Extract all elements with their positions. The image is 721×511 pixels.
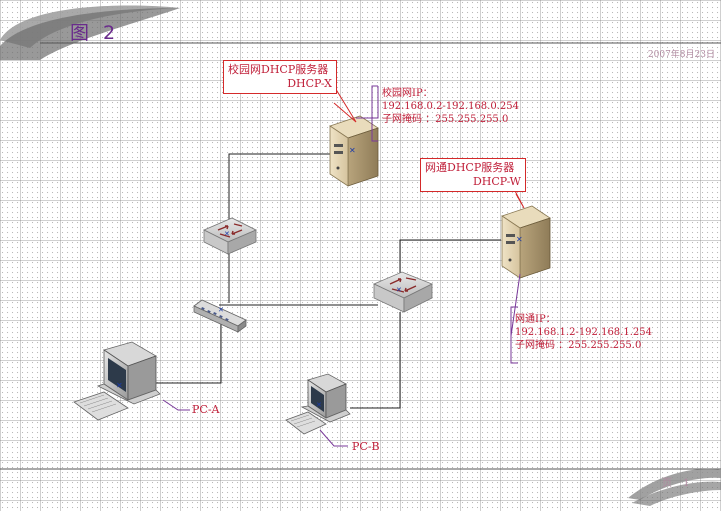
link-switch2-pcb: [350, 312, 401, 409]
pc-label-pointers: [162, 399, 348, 447]
pc-b-label: PC-B: [352, 440, 380, 453]
svg-text:✕: ✕: [116, 381, 123, 390]
page-title: 图 2: [70, 22, 120, 44]
link-switch2-dhcpw: [399, 239, 501, 285]
switch-2[interactable]: ✕: [373, 271, 433, 313]
info-dhcp-w: 网通IP： 192.168.1.2-192.168.1.254 子网掩码 ：25…: [515, 313, 652, 352]
svg-text:✕: ✕: [316, 401, 322, 409]
info-brackets: [356, 85, 521, 364]
info-dhcp-w-mask: 子网掩码 ：255.255.255.0: [515, 340, 642, 351]
callout-dhcp-w-name: DHCP-W: [472, 175, 521, 188]
svg-text:✕: ✕: [224, 230, 230, 238]
svg-text:✕: ✕: [218, 306, 224, 314]
hub[interactable]: ✕: [193, 299, 247, 333]
callout-dhcp-w: 网通DHCP服务器 DHCP-W: [420, 158, 526, 192]
link-dhcpx-switch1: [228, 153, 331, 226]
info-dhcp-x-range: 192.168.0.2-192.168.0.254: [382, 101, 519, 112]
svg-text:✕: ✕: [349, 146, 356, 155]
svg-text:✕: ✕: [396, 286, 402, 294]
info-dhcp-w-title: 网通IP：: [515, 314, 556, 325]
header-swoosh: [0, 5, 721, 60]
network-links: [155, 153, 501, 409]
page-number: 页 1: [662, 478, 694, 489]
info-dhcp-x: 校园网IP： 192.168.0.2-192.168.0.254 子网掩码 ：2…: [382, 87, 519, 126]
page-date: 2007年8月23日: [647, 50, 715, 60]
callout-dhcp-x-title: 校园网DHCP服务器: [228, 63, 329, 76]
pc-b[interactable]: ✕: [285, 373, 351, 435]
callout-dhcp-x-name: DHCP-X: [287, 77, 332, 90]
server-dhcp-x[interactable]: ✕: [329, 115, 379, 187]
info-dhcp-x-title: 校园网IP：: [382, 88, 433, 99]
svg-text:✕: ✕: [516, 235, 523, 244]
link-hub-pca: [155, 318, 222, 384]
server-dhcp-w[interactable]: ✕: [501, 205, 551, 279]
switch-1[interactable]: ✕: [203, 217, 257, 255]
info-dhcp-x-mask: 子网掩码 ：255.255.255.0: [382, 114, 509, 125]
info-dhcp-w-range: 192.168.1.2-192.168.1.254: [515, 327, 652, 338]
pc-a-label: PC-A: [192, 403, 220, 416]
footer-swoosh: [0, 468, 721, 506]
callout-dhcp-x: 校园网DHCP服务器 DHCP-X: [223, 60, 337, 94]
callout-dhcp-w-title: 网通DHCP服务器: [425, 161, 515, 174]
pc-a[interactable]: ✕: [73, 341, 161, 421]
